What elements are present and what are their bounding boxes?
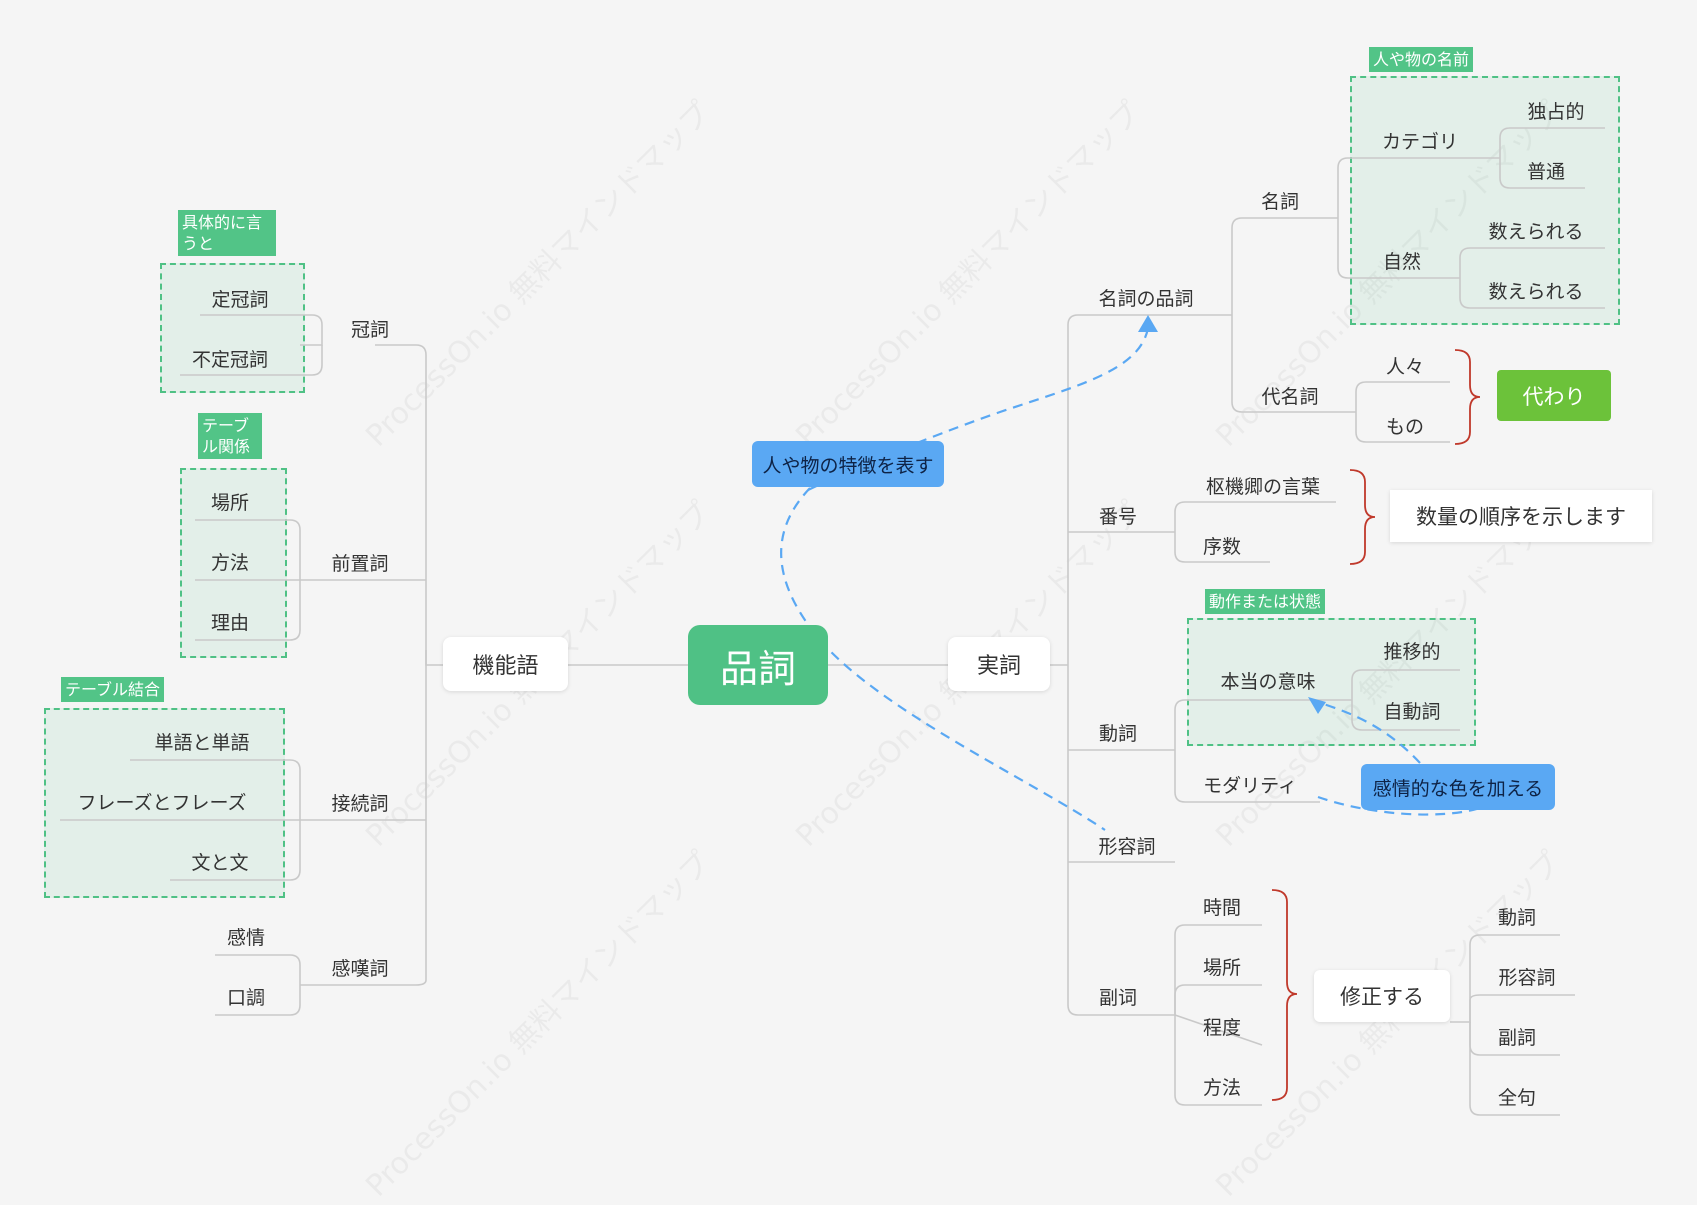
leaf-zenku-s[interactable]: 全句 [1497,1087,1537,1109]
branch-kanshi[interactable]: 冠詞 [350,319,390,341]
group-box-setsuzoku [44,708,285,898]
branch-bango[interactable]: 番号 [1098,506,1138,528]
leaf-teikanshi[interactable]: 定冠詞 [211,289,269,311]
leaf-houhou-fukushi[interactable]: 方法 [1202,1077,1242,1099]
branch-setsuzoku[interactable]: 接続詞 [331,793,389,815]
leaf-basho[interactable]: 場所 [210,492,250,514]
branch-meishi-no-hinshi[interactable]: 名詞の品詞 [1098,288,1194,310]
root-topic[interactable]: 品詞 [688,625,828,705]
summary-suuryou[interactable]: 数量の順序を示します [1390,490,1652,542]
summary-kawari[interactable]: 代わり [1497,370,1611,421]
tag-zenchi: テーブ ル関係 [198,413,262,459]
group-box-doushi [1187,618,1476,746]
node-shizen[interactable]: 自然 [1382,251,1422,273]
leaf-tango[interactable]: 単語と単語 [154,732,250,754]
leaf-kazoerareru-1[interactable]: 数えられる [1488,221,1584,243]
leaf-phrase[interactable]: フレーズとフレーズ [77,792,247,814]
branch-doushi[interactable]: 動詞 [1098,723,1138,745]
mindmap-canvas: ProcessOn.io 無料マインドマップ ProcessOn.io 無料マイ… [44,47,1652,1204]
tag-meishi: 人や物の名前 [1369,47,1474,72]
leaf-riyuu[interactable]: 理由 [210,612,250,634]
leaf-kazoerareru-2[interactable]: 数えられる [1488,281,1584,303]
branch-daimeishi[interactable]: 代名詞 [1261,386,1319,408]
leaf-fukushi-s[interactable]: 副詞 [1497,1027,1537,1049]
leaf-hitobito[interactable]: 人々 [1385,356,1425,378]
leaf-keiyoushi-s[interactable]: 形容詞 [1498,967,1556,989]
tag-doushi: 動作または状態 [1205,589,1326,614]
group-box-meishi [1350,76,1620,325]
leaf-houhou[interactable]: 方法 [210,552,250,574]
branch-fukushi[interactable]: 副词 [1098,987,1138,1009]
leaf-teido[interactable]: 程度 [1202,1017,1242,1039]
summary-shuusei[interactable]: 修正する [1314,970,1450,1022]
topic-kinougo[interactable]: 機能語 [443,637,568,691]
leaf-futeikanshi[interactable]: 不定冠詞 [191,349,269,371]
leaf-kuchou[interactable]: 口調 [226,987,266,1009]
leaf-bun[interactable]: 文と文 [191,852,249,874]
topic-jisshi[interactable]: 実詞 [948,637,1050,691]
leaf-modality[interactable]: モダリティ [1203,775,1297,797]
node-hontou-no-imi[interactable]: 本当の意味 [1220,671,1316,693]
group-box-zenchi [180,468,287,658]
branch-keiyoushi[interactable]: 形容詞 [1098,836,1156,858]
group-box-kanshi [160,263,305,393]
leaf-basho-fukushi[interactable]: 場所 [1202,957,1242,979]
connector-lines [60,127,1605,1116]
leaf-josuu[interactable]: 序数 [1202,536,1242,558]
callout-emotion[interactable]: 感情的な色を加える [1361,764,1555,810]
leaf-dokusenteki[interactable]: 独占的 [1527,101,1585,123]
leaf-suukikyou[interactable]: 枢機卿の言葉 [1205,476,1321,498]
leaf-jikan[interactable]: 時間 [1202,897,1242,919]
leaf-futsuu[interactable]: 普通 [1526,161,1566,183]
leaf-doushi-s[interactable]: 動詞 [1497,907,1537,929]
branch-zenchi[interactable]: 前置詞 [331,553,389,575]
leaf-kanjou[interactable]: 感情 [226,927,266,949]
leaf-jidoushi[interactable]: 自動詞 [1383,701,1441,723]
branch-kantan[interactable]: 感嘆詞 [331,958,389,980]
tag-setsuzoku: テーブル結合 [61,677,165,702]
branch-meishi[interactable]: 名詞 [1260,191,1300,213]
leaf-mono[interactable]: もの [1385,416,1425,438]
leaf-suiiteki[interactable]: 推移的 [1383,641,1441,663]
callout-features[interactable]: 人や物の特徴を表す [752,441,944,487]
tag-kanshi: 具体的に言 うと [178,210,276,256]
node-category[interactable]: カテゴリ [1381,131,1459,153]
